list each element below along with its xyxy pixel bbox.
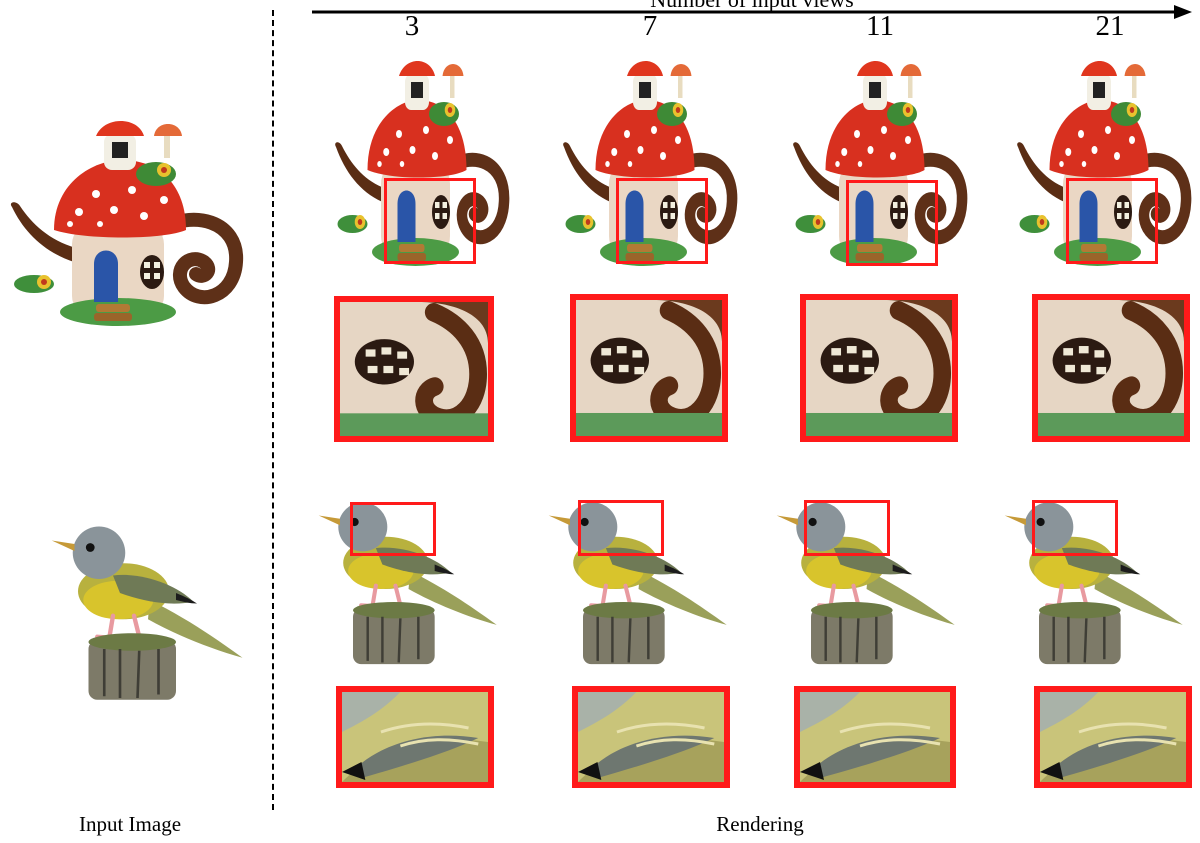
highlight-box-teapot-11 (846, 180, 938, 266)
input-image-teapot (4, 112, 244, 332)
column-label-21: 21 (1095, 10, 1125, 42)
zoom-teapot-11 (800, 294, 958, 442)
rendering-caption: Rendering (716, 812, 804, 836)
zoom-teapot-3 (334, 296, 494, 442)
highlight-box-teapot-7 (616, 178, 708, 264)
input-image-bird (36, 480, 246, 720)
zoom-bird-11 (794, 686, 956, 788)
highlight-box-teapot-3 (384, 178, 476, 264)
input-image-caption: Input Image (78, 812, 182, 836)
dashed-divider (272, 10, 274, 810)
axis-label: Number of input views (312, 0, 1192, 13)
column-label-3: 3 (404, 10, 420, 42)
views-axis: Number of input views (312, 0, 1192, 24)
highlight-box-teapot-21 (1066, 178, 1158, 264)
zoom-teapot-7 (570, 294, 728, 442)
rendering-bird-11 (762, 466, 958, 676)
column-label-7: 7 (642, 10, 658, 42)
zoom-bird-21 (1034, 686, 1192, 788)
highlight-box-bird-3 (350, 502, 436, 556)
zoom-bird-7 (572, 686, 730, 788)
rendering-bird-7 (534, 466, 730, 676)
highlight-box-bird-11 (804, 500, 890, 556)
rendering-bird-21 (990, 466, 1186, 676)
rendering-bird-3 (304, 466, 500, 676)
zoom-teapot-21 (1032, 294, 1190, 442)
axis-arrow (312, 5, 1192, 19)
zoom-bird-3 (336, 686, 494, 788)
highlight-box-bird-7 (578, 500, 664, 556)
column-label-11: 11 (866, 10, 894, 42)
highlight-box-bird-21 (1032, 500, 1118, 556)
